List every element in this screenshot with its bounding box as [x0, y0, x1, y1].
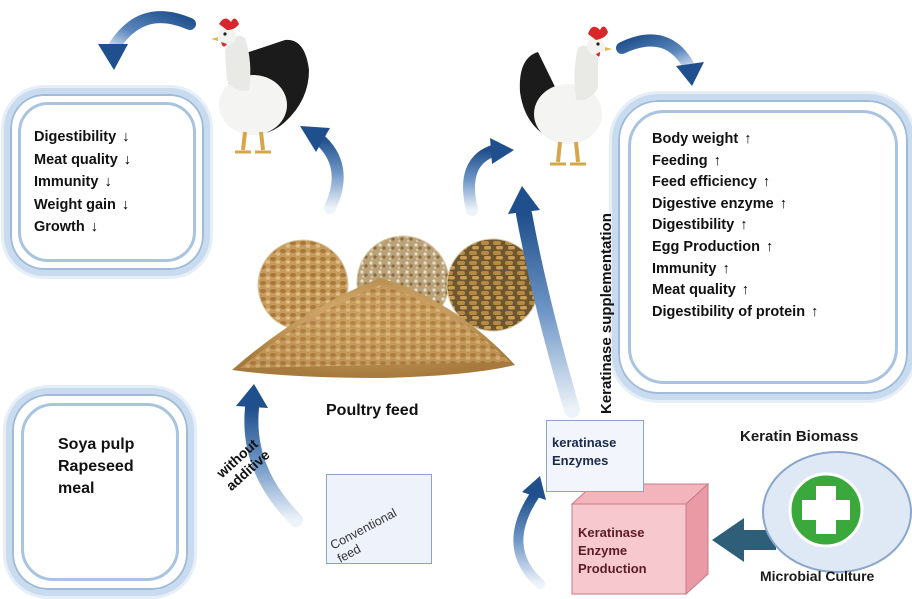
- up-arrow-icon: ↑: [762, 174, 771, 191]
- keratin-biomass-label: Keratin Biomass: [740, 428, 859, 445]
- left-effect-item: Weight gain ↓: [34, 194, 131, 217]
- right-effect-item: Digestive enzyme ↑: [652, 194, 818, 216]
- left-effect-item-label: Immunity: [34, 174, 99, 190]
- left-effect-item: Digestibility ↓: [34, 126, 131, 149]
- ingredient-line-1: Soya pulp: [58, 436, 135, 453]
- production-line-2: Enzyme: [578, 543, 628, 558]
- right-effect-item: Digestibility of protein ↑: [652, 302, 818, 324]
- right-effect-item-label: Egg Production: [652, 238, 760, 255]
- keratinase-word: keratinase: [552, 435, 617, 450]
- right-effect-item-label: Digestibility of protein: [652, 303, 806, 320]
- keratinase-supplementation-label: Keratinase supplementation: [598, 213, 615, 414]
- right-effect-item-label: Digestive enzyme: [652, 195, 774, 212]
- up-arrow-icon: ↑: [765, 238, 774, 255]
- left-effects-panel: [4, 88, 210, 276]
- microbial-culture-label: Microbial Culture: [760, 568, 875, 584]
- right-effect-item-label: Digestibility: [652, 217, 735, 234]
- right-effect-item: Feeding ↑: [652, 151, 818, 173]
- dark-arrow: [712, 518, 776, 562]
- left-effect-item: Meat quality ↓: [34, 149, 131, 172]
- ingredient-line-2: Rapeseed: [58, 458, 134, 475]
- production-line-1: Keratinase: [578, 525, 645, 540]
- right-effect-item-label: Immunity: [652, 260, 717, 277]
- up-arrow-icon: ↑: [722, 260, 730, 277]
- right-effect-item-label: Meat quality: [652, 282, 736, 299]
- up-arrow-icon: ↑: [744, 131, 752, 147]
- down-arrow-icon: ↓: [123, 151, 132, 168]
- right-effect-item: Feed efficiency ↑: [652, 172, 818, 194]
- up-arrow-icon: ↑: [741, 282, 750, 299]
- right-effect-item: Body weight ↑: [652, 129, 818, 151]
- up-arrow-icon: ↑: [713, 152, 721, 169]
- feed-illustration: [232, 235, 540, 378]
- enzymes-word: Enzymes: [552, 453, 609, 468]
- right-effect-item: Egg Production ↑: [652, 237, 818, 259]
- ingredients-panel: [6, 388, 194, 596]
- up-arrow-icon: ↑: [811, 303, 819, 320]
- down-arrow-icon: ↓: [90, 219, 98, 235]
- keratinase-enzymes-box: [546, 420, 644, 492]
- down-arrow-icon: ↓: [104, 174, 112, 190]
- flow-arrows: [98, 11, 704, 589]
- production-line-3: Production: [578, 561, 647, 576]
- right-effect-item-label: Feeding: [652, 152, 708, 169]
- right-effect-item: Immunity ↑: [652, 259, 818, 281]
- down-arrow-icon: ↓: [122, 129, 130, 145]
- left-effects-list: Digestibility↓Meat quality↓Immunity↓Weig…: [34, 126, 131, 239]
- conventional-feed-box: [326, 474, 432, 564]
- rooster-right-illustration: [519, 26, 612, 166]
- production-label: Keratinase Enzyme Production: [578, 524, 647, 578]
- left-effect-item: Growth ↓: [34, 216, 131, 239]
- right-effect-item-label: Feed efficiency: [652, 174, 757, 191]
- left-effect-item-label: Weight gain: [34, 196, 116, 213]
- right-effect-item: Meat quality ↑: [652, 280, 818, 302]
- left-effect-item-label: Meat quality: [34, 151, 118, 168]
- right-effect-item-label: Body weight: [652, 131, 739, 147]
- right-effects-panel: [612, 94, 912, 400]
- keratinase-enzymes-label: keratinase Enzymes: [552, 434, 616, 470]
- right-effect-item: Digestibility ↑: [652, 215, 818, 237]
- ingredient-line-3: meal: [58, 480, 95, 497]
- rooster-left-illustration: [211, 18, 309, 154]
- down-arrow-icon: ↓: [121, 196, 130, 213]
- up-arrow-icon: ↑: [779, 195, 787, 212]
- left-effect-item: Immunity ↓: [34, 171, 131, 194]
- microbial-culture-oval: [762, 451, 912, 573]
- left-effect-item-label: Digestibility: [34, 129, 117, 145]
- right-effects-list: Body weight↑Feeding↑Feed efficiency↑Dige…: [652, 129, 818, 323]
- left-effect-item-label: Growth: [34, 219, 85, 235]
- production-box: [570, 482, 710, 596]
- poultry-feed-label: Poultry feed: [326, 402, 419, 419]
- up-arrow-icon: ↑: [740, 217, 748, 234]
